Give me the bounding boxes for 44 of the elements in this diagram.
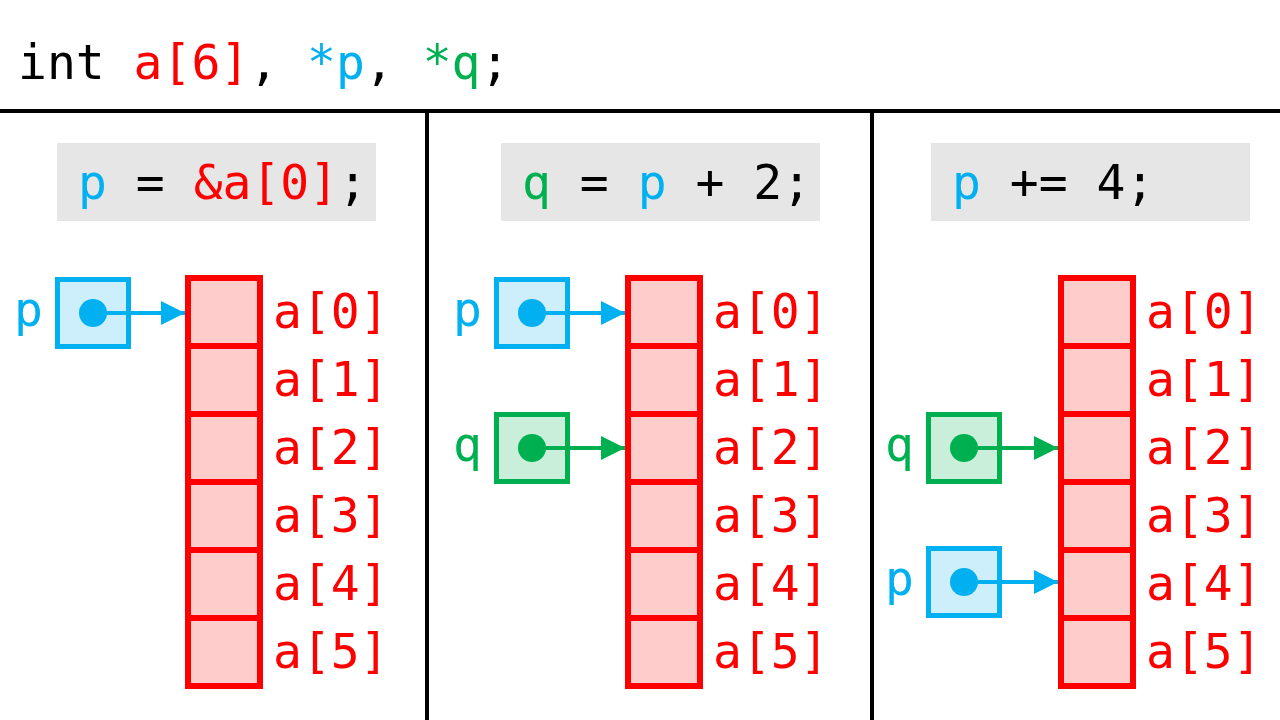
index-label: a[0] — [1146, 287, 1262, 335]
index-label: a[4] — [1146, 559, 1262, 607]
arrow — [950, 434, 1058, 462]
array-cell — [625, 275, 703, 343]
arrow — [79, 299, 185, 327]
arrow — [950, 568, 1058, 596]
array-cell — [1058, 343, 1136, 411]
array-cell — [1058, 411, 1136, 479]
array-cell — [185, 411, 263, 479]
array-cell — [625, 615, 703, 689]
array-cell — [185, 615, 263, 689]
array-cell — [185, 275, 263, 343]
index-label: a[5] — [273, 627, 389, 675]
index-label: a[4] — [273, 559, 389, 607]
index-label: a[5] — [1146, 627, 1262, 675]
index-label: a[5] — [713, 627, 829, 675]
index-label: a[0] — [273, 287, 389, 335]
index-label: a[0] — [713, 287, 829, 335]
statement-box — [931, 143, 1250, 221]
index-label: a[1] — [273, 355, 389, 403]
index-label: a[2] — [713, 423, 829, 471]
index-label: a[3] — [1146, 491, 1262, 539]
statement-box — [57, 143, 376, 221]
array-cell — [625, 547, 703, 615]
array-cell — [1058, 275, 1136, 343]
array-cell — [625, 343, 703, 411]
arrow — [518, 434, 625, 462]
index-label: a[1] — [1146, 355, 1262, 403]
index-label: a[4] — [713, 559, 829, 607]
index-label: a[3] — [273, 491, 389, 539]
array-cell — [185, 547, 263, 615]
array-cell — [185, 343, 263, 411]
array-cell — [625, 479, 703, 547]
array-cell — [625, 411, 703, 479]
array-cell — [1058, 479, 1136, 547]
array-cell — [1058, 547, 1136, 615]
index-label: a[2] — [1146, 423, 1262, 471]
index-label: a[3] — [713, 491, 829, 539]
index-label: a[2] — [273, 423, 389, 471]
index-label: a[1] — [713, 355, 829, 403]
array-cell — [1058, 615, 1136, 689]
arrow — [518, 299, 625, 327]
array-cell — [185, 479, 263, 547]
statement-box — [501, 143, 820, 221]
